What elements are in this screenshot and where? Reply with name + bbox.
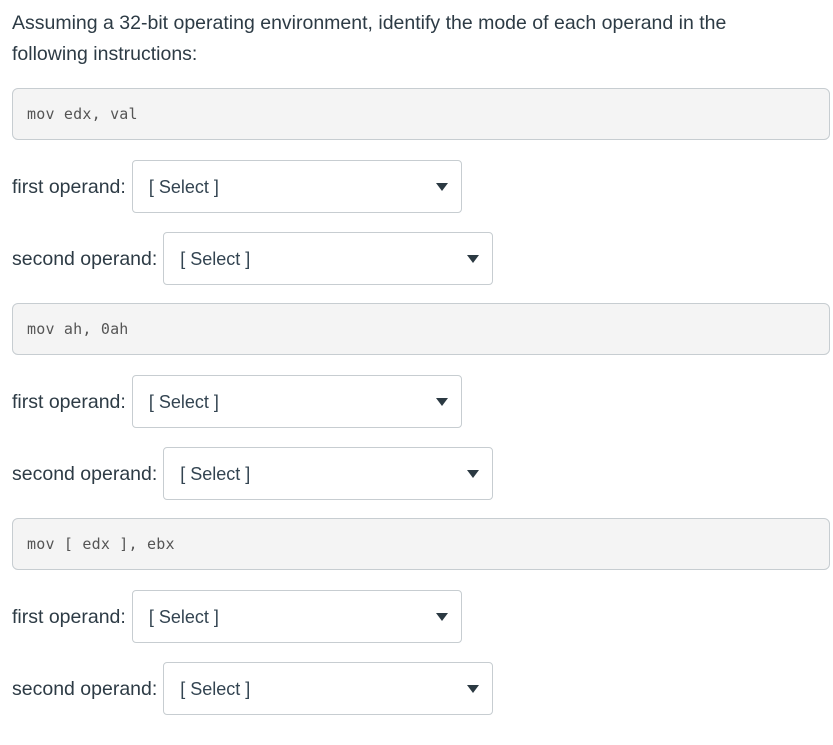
instruction-code-block: mov ah, 0ah <box>12 303 830 355</box>
second-operand-label: second operand: <box>12 247 158 270</box>
second-operand-select-value: [ Select ] <box>180 248 251 269</box>
instruction-code-block: mov [ edx ], ebx <box>12 518 830 570</box>
chevron-down-icon <box>467 254 480 263</box>
chevron-down-icon <box>435 397 448 406</box>
chevron-down-icon <box>435 182 448 191</box>
first-operand-row: first operand: [ Select ] <box>0 375 833 428</box>
chevron-down-icon <box>435 612 448 621</box>
second-operand-select[interactable]: [ Select ] <box>163 232 494 285</box>
second-operand-select[interactable]: [ Select ] <box>163 447 494 500</box>
instruction-text: mov edx, val <box>27 105 138 123</box>
first-operand-select[interactable]: [ Select ] <box>131 375 462 428</box>
instruction-text: mov [ edx ], ebx <box>27 535 175 553</box>
first-operand-select[interactable]: [ Select ] <box>131 590 462 643</box>
second-operand-select[interactable]: [ Select ] <box>163 662 494 715</box>
second-operand-row: second operand: [ Select ] <box>0 232 833 285</box>
first-operand-select-value: [ Select ] <box>148 176 219 197</box>
instruction-code-block: mov edx, val <box>12 88 830 140</box>
first-operand-row: first operand: [ Select ] <box>0 590 833 643</box>
first-operand-select-value: [ Select ] <box>148 391 219 412</box>
second-operand-label: second operand: <box>12 462 158 485</box>
second-operand-label: second operand: <box>12 677 158 700</box>
chevron-down-icon <box>467 469 480 478</box>
question-prompt: Assuming a 32-bit operating environment,… <box>12 12 727 65</box>
first-operand-select[interactable]: [ Select ] <box>131 160 462 213</box>
second-operand-select-value: [ Select ] <box>180 678 251 699</box>
first-operand-label: first operand: <box>12 390 126 413</box>
second-operand-row: second operand: [ Select ] <box>0 447 833 500</box>
first-operand-select-value: [ Select ] <box>148 606 219 627</box>
first-operand-label: first operand: <box>12 605 126 628</box>
instruction-text: mov ah, 0ah <box>27 320 129 338</box>
second-operand-row: second operand: [ Select ] <box>0 662 833 715</box>
second-operand-select-value: [ Select ] <box>180 463 251 484</box>
chevron-down-icon <box>467 684 480 693</box>
first-operand-row: first operand: [ Select ] <box>0 160 833 213</box>
first-operand-label: first operand: <box>12 175 126 198</box>
